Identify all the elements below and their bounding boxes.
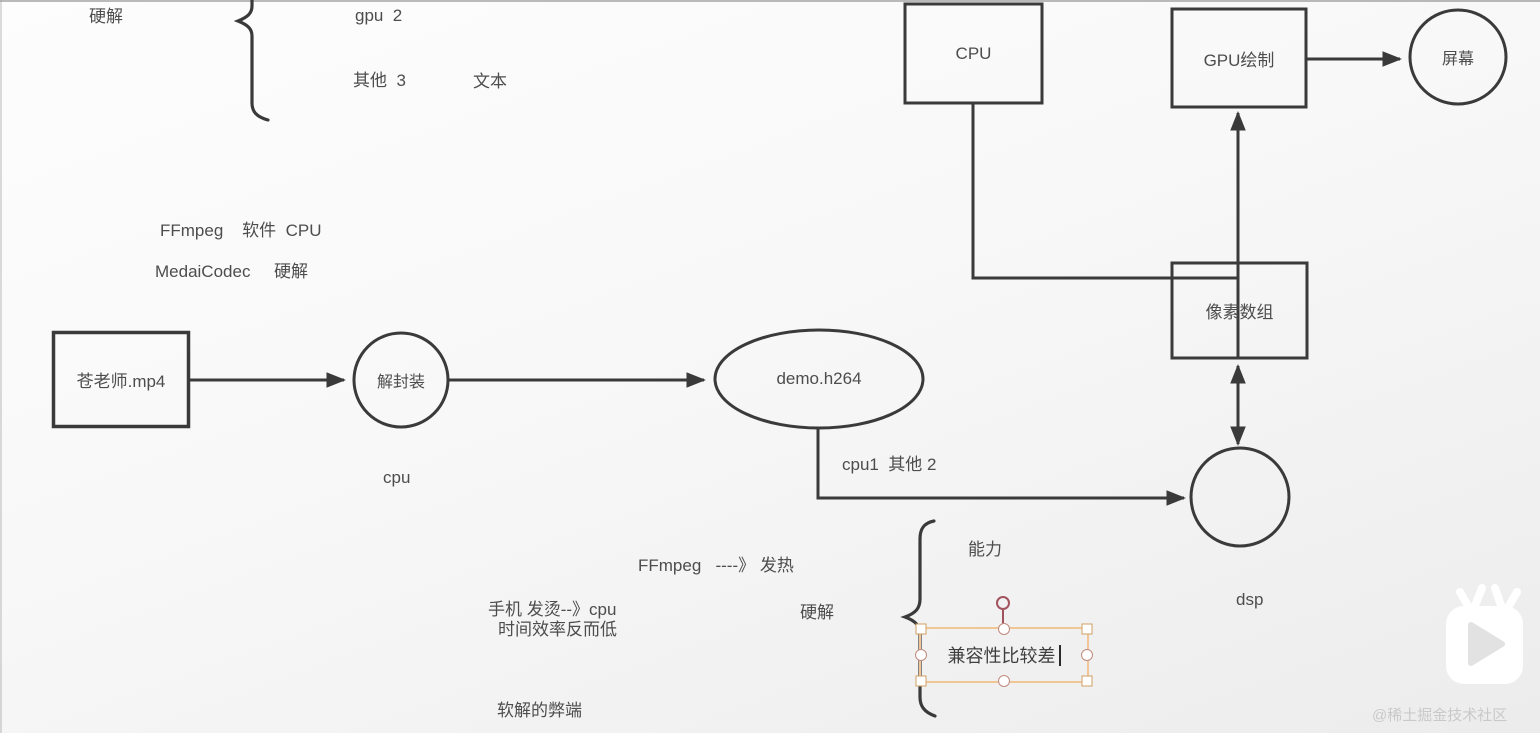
dsp-label[interactable]: dsp	[1236, 590, 1264, 609]
resize-handle-w[interactable]	[915, 649, 927, 661]
note-cpu-under-demux[interactable]: cpu	[383, 468, 411, 487]
gpu-draw-label: GPU绘制	[1203, 50, 1275, 70]
h264-ellipse[interactable]	[713, 328, 925, 430]
note-capability[interactable]: 能力	[968, 540, 1002, 559]
resize-handle-e[interactable]	[1081, 649, 1093, 661]
mp4-file-label: 苍老师.mp4	[76, 372, 166, 391]
note-mediacodec-hard[interactable]: MedaiCodec 硬解	[155, 262, 309, 281]
pixel-array-label: 像素数组	[1205, 303, 1274, 322]
screen-label: 屏幕	[1441, 51, 1474, 68]
note-text[interactable]: 文本	[473, 72, 507, 91]
note-hard-decode-top[interactable]: 硬解	[89, 7, 123, 26]
note-ffmpeg-heat[interactable]: FFmpeg ----》 发热	[638, 556, 794, 575]
resize-handle-s[interactable]	[998, 675, 1010, 687]
resize-handle-nw[interactable]	[915, 623, 927, 635]
demux-circle[interactable]	[352, 331, 450, 429]
demux-label: 解封装	[376, 374, 425, 391]
window-left-edge	[0, 0, 2, 733]
rotate-handle-stem	[1002, 610, 1004, 629]
note-other-3[interactable]: 其他 3	[353, 71, 406, 90]
screen-circle[interactable]	[1408, 8, 1508, 106]
window-top-edge	[0, 0, 1540, 2]
brace-hard-decode[interactable]	[900, 519, 937, 718]
note-time-efficiency[interactable]: 时间效率反而低	[498, 620, 617, 639]
gpu-draw-box[interactable]	[1170, 7, 1308, 109]
note-gpu-2[interactable]: gpu 2	[355, 6, 403, 25]
resize-handle-ne[interactable]	[1081, 623, 1093, 635]
watermark: @稀土掘金技术社区	[1372, 707, 1508, 724]
pixel-array-box[interactable]	[1170, 261, 1309, 360]
note-cpu1-other-2[interactable]: cpu1 其他 2	[842, 455, 937, 474]
h264-label: demo.h264	[776, 369, 862, 388]
resize-handle-n[interactable]	[998, 623, 1010, 635]
brace-top-left[interactable]	[233, 0, 270, 122]
note-phone-hot[interactable]: 手机 发烫--》cpu	[488, 600, 617, 619]
connector-cpu-to-pixel-array[interactable]	[971, 104, 1237, 280]
arrow-h264-to-dsp[interactable]	[816, 429, 1186, 506]
resize-handle-sw[interactable]	[915, 675, 927, 687]
note-ffmpeg-software[interactable]: FFmpeg 软件 CPU	[160, 221, 322, 240]
mp4-file-box[interactable]	[51, 330, 191, 429]
selected-textbox-text[interactable]: 兼容性比较差	[921, 629, 1087, 681]
resize-handle-se[interactable]	[1081, 675, 1093, 687]
note-hard-decode-mid[interactable]: 硬解	[800, 603, 834, 622]
rotate-handle[interactable]	[996, 596, 1010, 610]
cpu-box[interactable]	[903, 2, 1044, 105]
dsp-circle[interactable]	[1189, 446, 1291, 548]
cpu-box-label: CPU	[955, 43, 992, 63]
selected-textbox-value: 兼容性比较差	[947, 646, 1056, 666]
selected-textbox[interactable]: 兼容性比较差	[915, 596, 1093, 687]
tv-play-logo-icon	[1446, 584, 1523, 684]
note-soft-decode-drawback[interactable]: 软解的弊端	[497, 701, 582, 720]
text-cursor	[1058, 644, 1061, 666]
